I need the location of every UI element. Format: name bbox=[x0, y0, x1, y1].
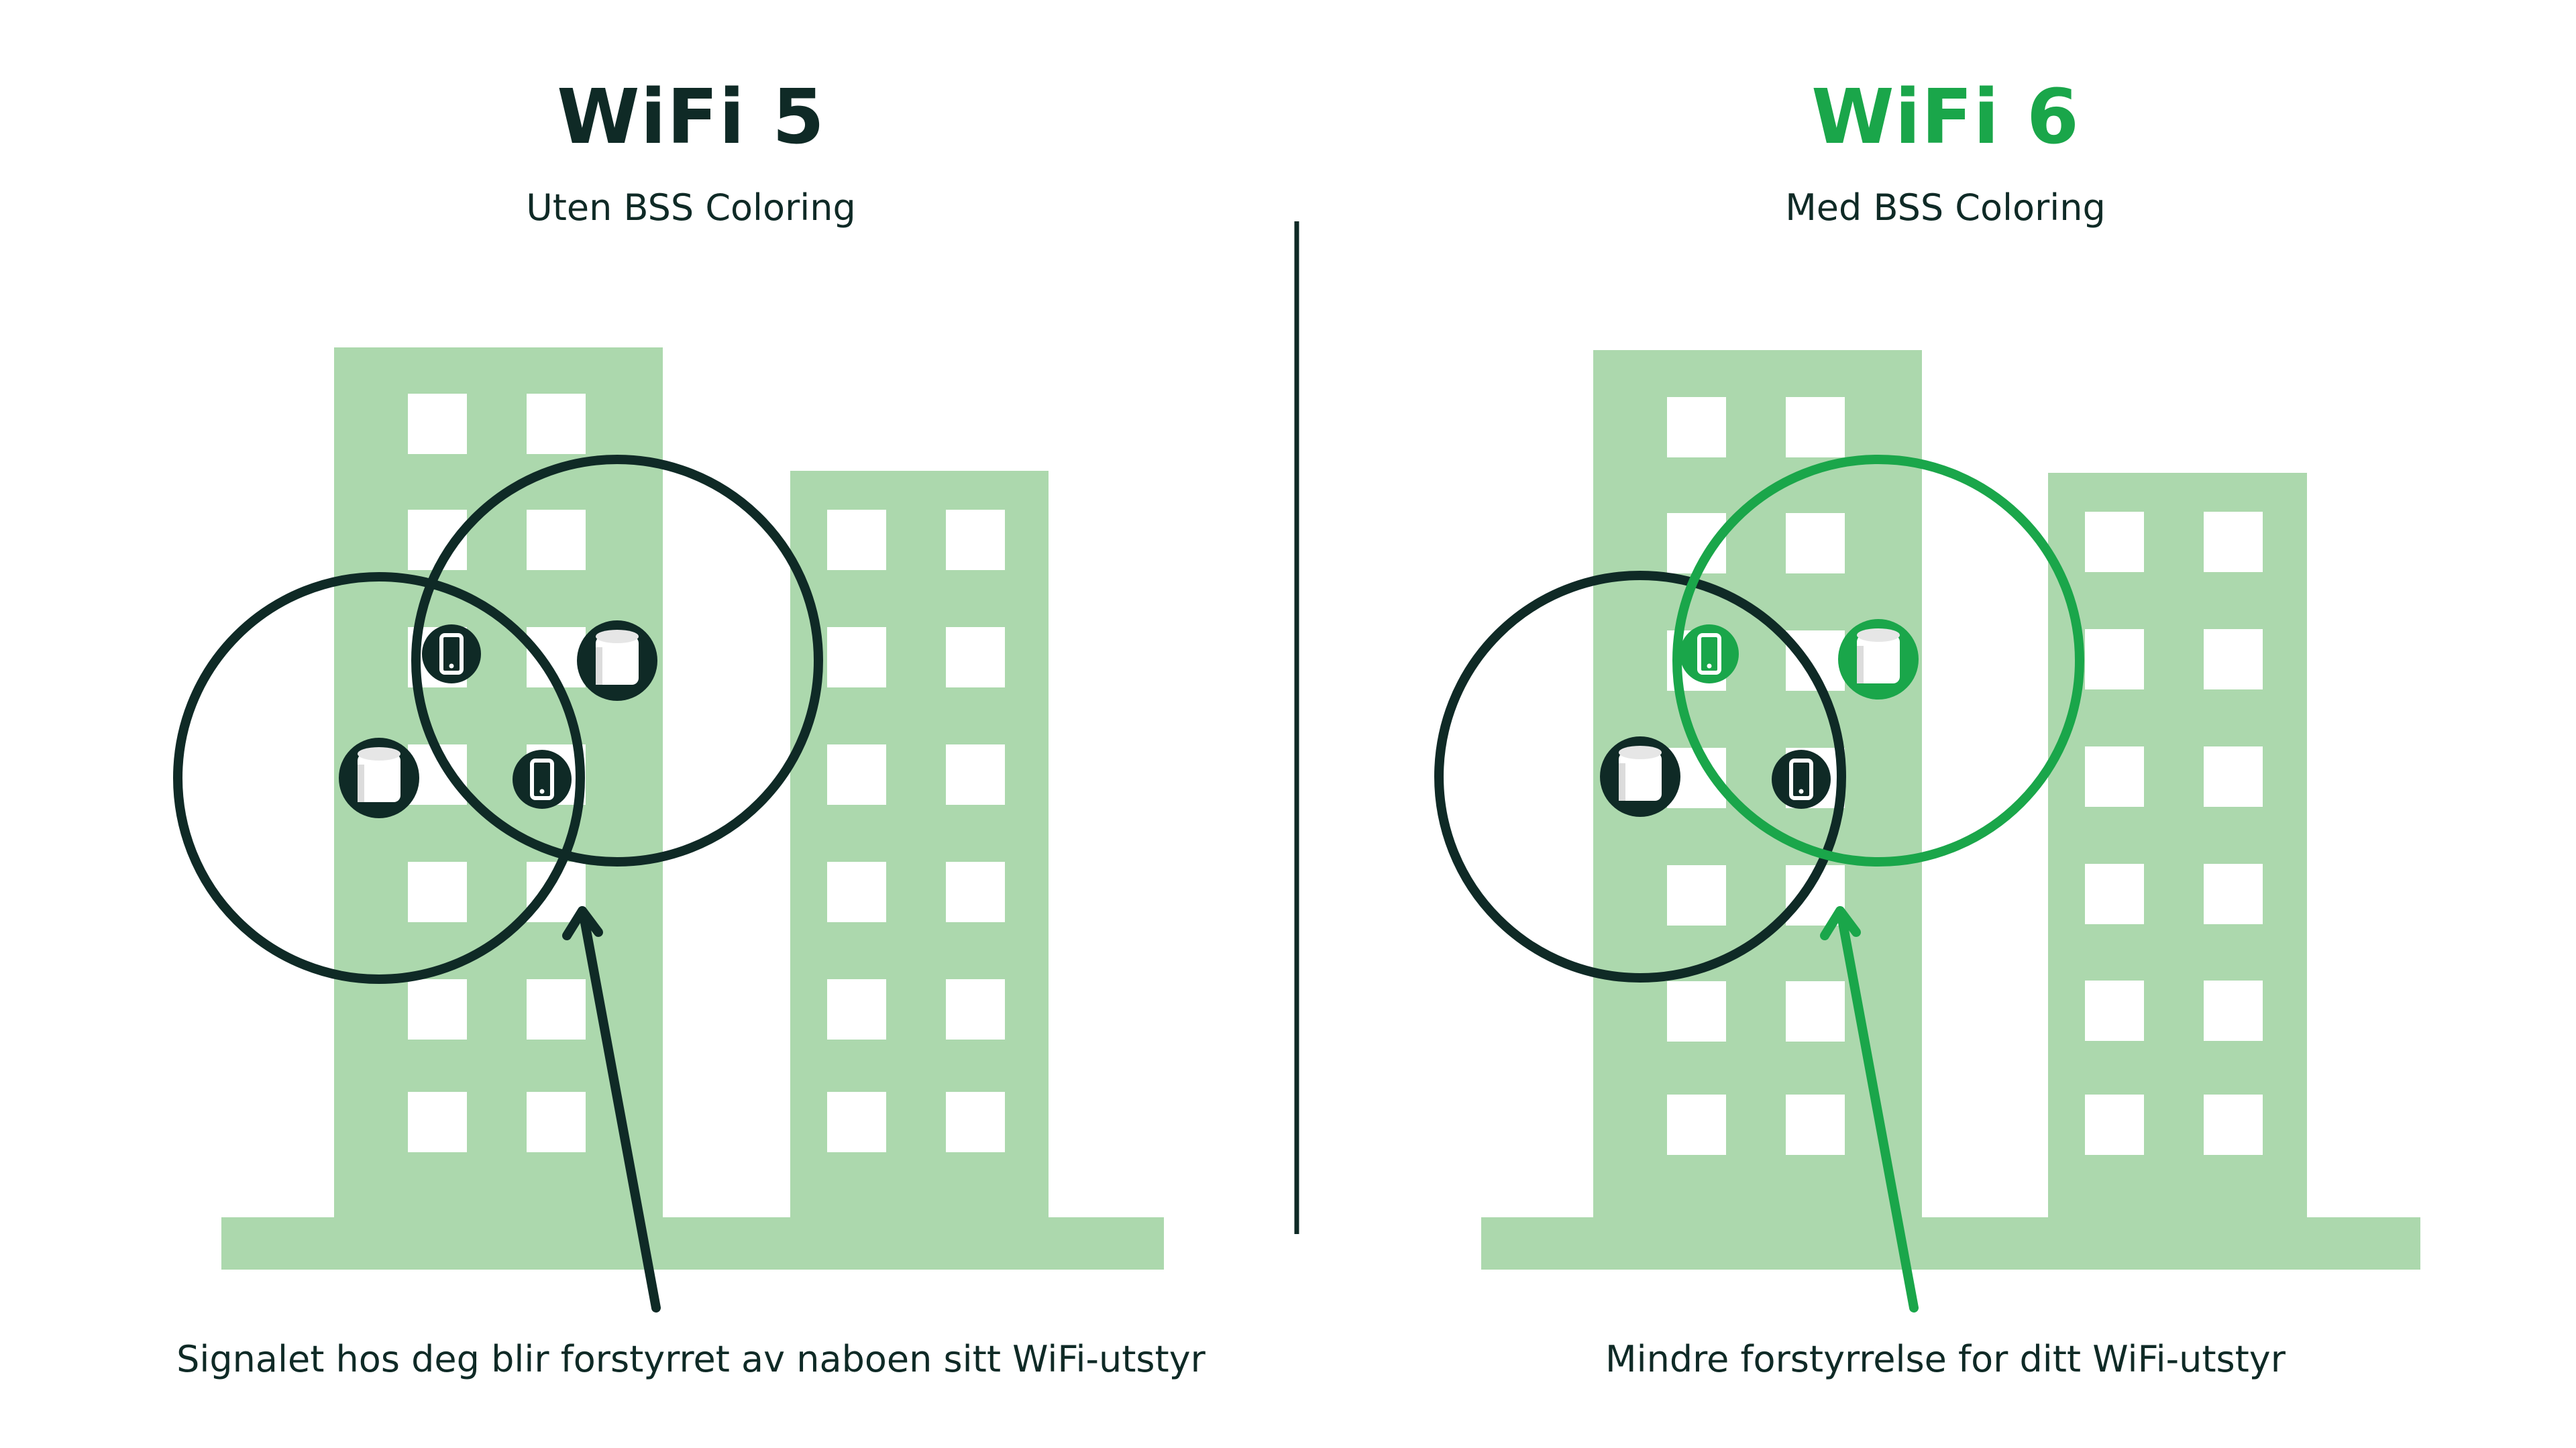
left-subtitle: Uten BSS Coloring bbox=[526, 186, 856, 229]
arrow-pointer bbox=[1820, 906, 1919, 1313]
right-caption: Mindre forstyrrelse for ditt WiFi-utstyr bbox=[1605, 1338, 2286, 1380]
right-scene bbox=[1434, 350, 2420, 1313]
right-title: WiFi 6 bbox=[1811, 74, 2080, 161]
coverage-circle-own bbox=[411, 455, 823, 867]
right-subtitle: Med BSS Coloring bbox=[1785, 186, 2106, 229]
windows-short bbox=[827, 510, 1005, 1152]
coverage-circle-own bbox=[1672, 455, 2084, 867]
left-caption: Signalet hos deg blir forstyrret av nabo… bbox=[176, 1338, 1205, 1380]
coverage-circle-neighbor bbox=[1434, 571, 1846, 983]
left-scene bbox=[173, 347, 1164, 1313]
arrow-pointer bbox=[562, 906, 661, 1313]
left-title: WiFi 5 bbox=[557, 74, 825, 161]
coverage-circle-neighbor bbox=[173, 572, 585, 984]
windows-short bbox=[2085, 512, 2263, 1155]
